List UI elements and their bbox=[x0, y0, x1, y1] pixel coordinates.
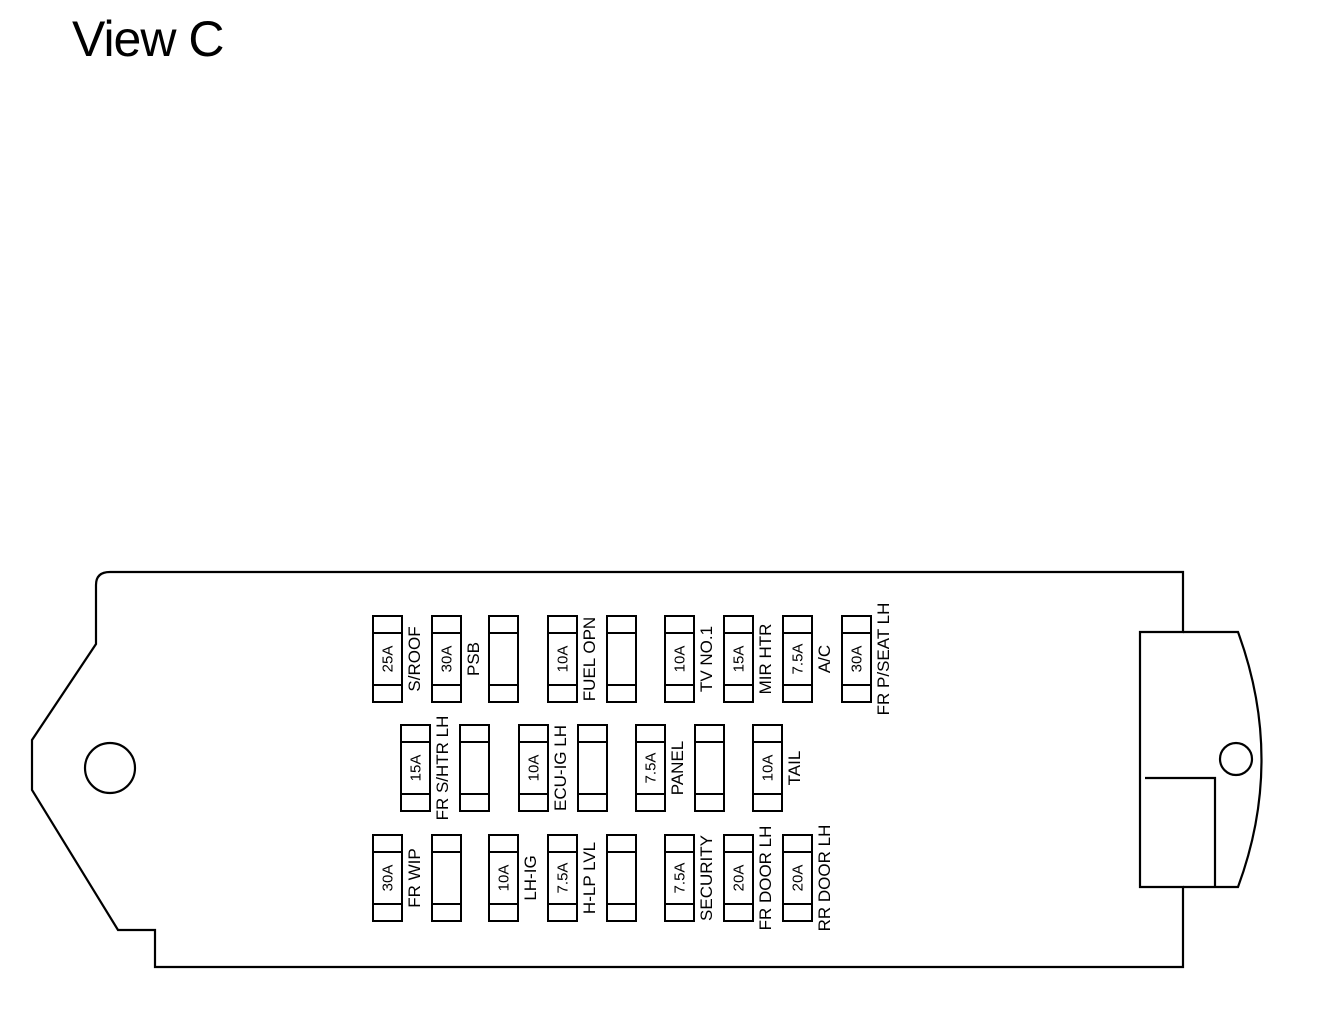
fuse-rating: 7.5A bbox=[643, 753, 660, 784]
fuse-circuit-label: A/C bbox=[815, 645, 834, 673]
fuse-slot bbox=[459, 724, 490, 812]
fuse-slot: 20A RR DOOR LH bbox=[782, 825, 834, 932]
fuse-body bbox=[606, 834, 637, 922]
fuse-circuit-label: MIR HTR bbox=[756, 624, 775, 695]
view-title: View C bbox=[72, 11, 224, 67]
fuse-body bbox=[547, 834, 578, 922]
fuse-body bbox=[400, 724, 431, 812]
fuse-circuit-label: PSB bbox=[464, 642, 483, 676]
latch-inner bbox=[1145, 776, 1217, 887]
fuse-slot bbox=[488, 615, 519, 703]
fuse-body bbox=[372, 834, 403, 922]
fuse-rating: 25A bbox=[380, 646, 397, 673]
fuse-slot: 7.5A H-LP LVL bbox=[547, 834, 599, 922]
fuse-slot: 10A ECU-IG LH bbox=[518, 724, 570, 812]
fuse-circuit-label: ECU-IG LH bbox=[551, 725, 570, 811]
fuse-circuit-label: FR S/HTR LH bbox=[433, 716, 452, 821]
fuse-rating: 10A bbox=[496, 865, 513, 892]
fuse-box-outline bbox=[30, 570, 1185, 969]
fuse-layer: 25A S/ROOF 30A PSB 10A FUEL OPN 10A TV NO.1 15A M… bbox=[372, 603, 893, 932]
fuse-rating: 10A bbox=[672, 646, 689, 673]
fuse-body bbox=[431, 834, 462, 922]
fuse-body bbox=[782, 615, 813, 703]
fuse-circuit-label: TV NO.1 bbox=[697, 626, 716, 692]
fuse-body bbox=[664, 615, 695, 703]
fuse-body bbox=[723, 615, 754, 703]
fuse-slot: 10A TV NO.1 bbox=[664, 615, 716, 703]
fuse-body bbox=[635, 724, 666, 812]
fuse-rating: 30A bbox=[380, 865, 397, 892]
fuse-slot: 10A TAIL bbox=[752, 724, 804, 812]
fuse-body bbox=[577, 724, 608, 812]
latch-tab bbox=[1183, 630, 1263, 889]
fuse-rating: 15A bbox=[408, 755, 425, 782]
mounting-hole-left bbox=[83, 741, 137, 795]
fuse-body bbox=[488, 615, 519, 703]
fuse-rating: 10A bbox=[555, 646, 572, 673]
fuse-circuit-label: FR P/SEAT LH bbox=[874, 603, 893, 716]
fuse-slot: 15A MIR HTR bbox=[723, 615, 775, 703]
fuse-rating: 30A bbox=[439, 646, 456, 673]
fuse-body bbox=[752, 724, 783, 812]
fuse-rating: 10A bbox=[760, 755, 777, 782]
fuse-body bbox=[488, 834, 519, 922]
fuse-slot: 15A FR S/HTR LH bbox=[400, 716, 452, 821]
fuse-slot bbox=[606, 615, 637, 703]
fuse-circuit-label: FR DOOR LH bbox=[756, 826, 775, 931]
fuse-slot: 30A PSB bbox=[431, 615, 483, 703]
fuse-rating: 7.5A bbox=[555, 863, 572, 894]
fuse-slot: 10A FUEL OPN bbox=[547, 615, 599, 703]
fuse-body bbox=[606, 615, 637, 703]
fuse-slot: 30A FR P/SEAT LH bbox=[841, 603, 893, 716]
fuse-rating: 30A bbox=[849, 646, 866, 673]
fuse-slot: 30A FR WIP bbox=[372, 834, 424, 922]
fuse-slot: 7.5A PANEL bbox=[635, 724, 687, 812]
fuse-rating: 15A bbox=[731, 646, 748, 673]
fuse-body bbox=[431, 615, 462, 703]
fuse-circuit-label: TAIL bbox=[785, 751, 804, 786]
fuse-circuit-label: LH-IG bbox=[521, 855, 540, 900]
fuse-circuit-label: SECURITY bbox=[697, 835, 716, 921]
fuse-rating: 7.5A bbox=[790, 644, 807, 675]
mounting-hole-right bbox=[1218, 741, 1254, 777]
fuse-slot: 7.5A A/C bbox=[782, 615, 834, 703]
fuse-slot: 10A LH-IG bbox=[488, 834, 540, 922]
fuse-slot bbox=[431, 834, 462, 922]
fuse-circuit-label: PANEL bbox=[668, 741, 687, 796]
fuse-body bbox=[841, 615, 872, 703]
fuse-body bbox=[694, 724, 725, 812]
fuse-body bbox=[518, 724, 549, 812]
fuse-body bbox=[782, 834, 813, 922]
fuse-slot: 25A S/ROOF bbox=[372, 615, 424, 703]
fuse-body bbox=[664, 834, 695, 922]
fuse-slot: 20A FR DOOR LH bbox=[723, 826, 775, 931]
fuse-rating: 10A bbox=[526, 755, 543, 782]
fuse-circuit-label: FUEL OPN bbox=[580, 617, 599, 701]
fuse-slot bbox=[606, 834, 637, 922]
fuse-body bbox=[547, 615, 578, 703]
fuse-slot bbox=[577, 724, 608, 812]
fuse-body bbox=[459, 724, 490, 812]
fuse-body bbox=[723, 834, 754, 922]
fuse-slot: 7.5A SECURITY bbox=[664, 834, 716, 922]
fuse-body bbox=[372, 615, 403, 703]
fuse-rating: 20A bbox=[790, 865, 807, 892]
fuse-circuit-label: S/ROOF bbox=[405, 626, 424, 691]
fuse-circuit-label: RR DOOR LH bbox=[815, 825, 834, 932]
fuse-rating: 7.5A bbox=[672, 863, 689, 894]
fuse-rating: 20A bbox=[731, 865, 748, 892]
fuse-circuit-label: H-LP LVL bbox=[580, 842, 599, 914]
fuse-slot bbox=[694, 724, 725, 812]
fuse-circuit-label: FR WIP bbox=[405, 848, 424, 908]
